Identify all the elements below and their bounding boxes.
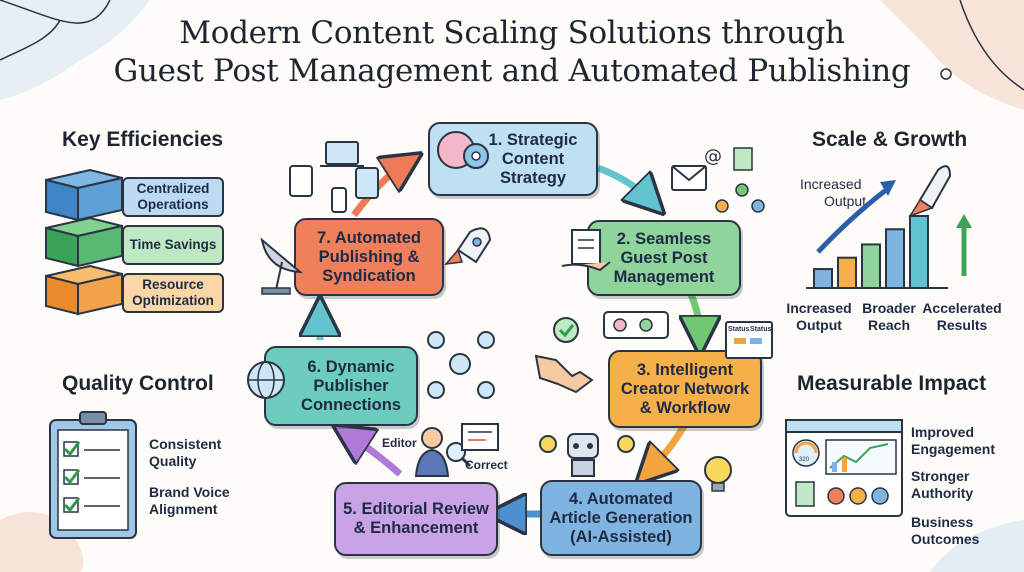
growth-trend-arrowhead [880, 180, 896, 196]
globe-icon [247, 361, 285, 399]
resource-optimization-label: Resource Optimization [122, 273, 224, 313]
step-7-line: Publishing & [318, 247, 420, 266]
devices-icon [289, 141, 379, 213]
profile-cards-icon [603, 311, 669, 339]
growth-rocket-icon [918, 165, 952, 210]
document-hand-icon [561, 229, 611, 272]
handshake-icon [534, 354, 594, 394]
page-title: Modern Content Scaling Solutions through… [0, 14, 1024, 90]
editor-annotation: Editor [382, 436, 417, 450]
accelerated-results-label: Accelerated Results [920, 300, 1004, 334]
step-2-line: Guest Post [620, 248, 708, 267]
status-board-icon [725, 321, 773, 359]
business-outcomes-line: Business [911, 514, 974, 530]
growth-chart-label-line: Increased [800, 176, 862, 192]
status-annotation-2: Status [750, 326, 772, 333]
time-savings-label: Time Savings [122, 225, 224, 265]
step-3-line: & Workflow [639, 398, 731, 417]
broader-reach-line: Broader [862, 300, 916, 316]
step-1-line: Strategy [499, 168, 567, 187]
improved-engagement-line: Engagement [911, 441, 996, 457]
step-4-line: (AI-Assisted) [570, 527, 672, 546]
accelerated-results-line: Accelerated [922, 300, 1002, 316]
stronger-authority-line: Authority [911, 485, 974, 501]
increased-output-label: Increased Output [786, 300, 852, 334]
checkmark-circle-icon [553, 317, 579, 343]
network-globes-icon [427, 331, 495, 399]
title-line-2: Guest Post Management and Automated Publ… [113, 53, 911, 89]
step-3-line: 3. Intelligent [636, 360, 734, 379]
dashboard-value: 320 [799, 457, 810, 463]
quality-control-heading: Quality Control [62, 372, 214, 395]
step-6-line: Publisher [313, 376, 389, 395]
editor-person-icon [414, 427, 450, 477]
increased-output-line: Output [796, 317, 842, 333]
correct-annotation: Correct [465, 458, 508, 472]
growth-up-arrowhead [956, 214, 972, 228]
stronger-authority-line: Stronger [911, 468, 970, 484]
step-2-line: Management [613, 267, 715, 286]
growth-rocket-flame-icon [908, 198, 934, 218]
centralized-operations-label: Centralized Operations [122, 177, 224, 217]
measurable-impact-heading: Measurable Impact [797, 372, 987, 395]
brain-gear-icon [437, 131, 489, 169]
robot-icon [567, 433, 599, 477]
step-6-dynamic-publisher-connections[interactable]: 6. Dynamic Publisher Connections [264, 346, 418, 426]
improved-engagement-line: Improved [911, 424, 975, 440]
step-7-line: 7. Automated [317, 228, 421, 247]
growth-trend-arrow [816, 188, 888, 254]
status-annotation-1: Status [728, 326, 750, 333]
business-outcomes-label: Business Outcomes [911, 514, 979, 548]
broader-reach-line: Reach [867, 317, 911, 333]
step-4-automated-article-generation[interactable]: 4. Automated Article Generation (AI-Assi… [540, 480, 702, 556]
step-7-line: Syndication [322, 266, 416, 285]
step-2-seamless-guest-post-management[interactable]: 2. Seamless Guest Post Management [587, 220, 741, 296]
business-outcomes-line: Outcomes [911, 531, 980, 547]
satellite-dish-icon [260, 237, 303, 295]
step-7-automated-publishing[interactable]: 7. Automated Publishing & Syndication [294, 218, 444, 296]
increased-output-line: Increased [786, 300, 852, 316]
step-6-line: Connections [301, 395, 401, 414]
broader-reach-label: Broader Reach [858, 300, 920, 334]
growth-chart-label: Increased Output [800, 176, 866, 210]
correction-document-icon [461, 423, 499, 451]
rocket-icon [444, 227, 492, 265]
lightbulb-icon [539, 435, 732, 492]
improved-engagement-label: Improved Engagement [911, 424, 995, 458]
step-1-line: 1. Strategic [488, 130, 578, 149]
step-4-line: Article Generation [549, 508, 693, 527]
step-5-editorial-review[interactable]: 5. Editorial Review & Enhancement [334, 482, 498, 556]
title-line-1: Modern Content Scaling Solutions through [179, 15, 845, 51]
stronger-authority-label: Stronger Authority [911, 468, 973, 502]
step-6-line: 6. Dynamic [307, 357, 395, 376]
brand-voice-alignment-label: Brand Voice Alignment [149, 484, 230, 517]
step-3-intelligent-creator-network[interactable]: 3. Intelligent Creator Network & Workflo… [608, 350, 762, 428]
step-5-line: & Enhancement [353, 519, 479, 537]
growth-chart-label-line: Output [824, 193, 867, 209]
accelerated-results-line: Results [936, 317, 988, 333]
email-network-icon: @ [671, 146, 765, 213]
step-3-line: Creator Network [620, 379, 750, 398]
svg-text:@: @ [704, 146, 722, 167]
step-2-line: 2. Seamless [616, 229, 712, 248]
scale-growth-heading: Scale & Growth [812, 128, 968, 151]
step-4-line: 4. Automated [569, 489, 673, 508]
step-1-line: Content [501, 149, 565, 168]
step-5-line: 5. Editorial Review [343, 500, 489, 518]
consistent-quality-label: Consistent Quality [149, 436, 222, 469]
key-efficiencies-heading: Key Efficiencies [62, 128, 224, 151]
magnifier-icon [446, 442, 472, 468]
